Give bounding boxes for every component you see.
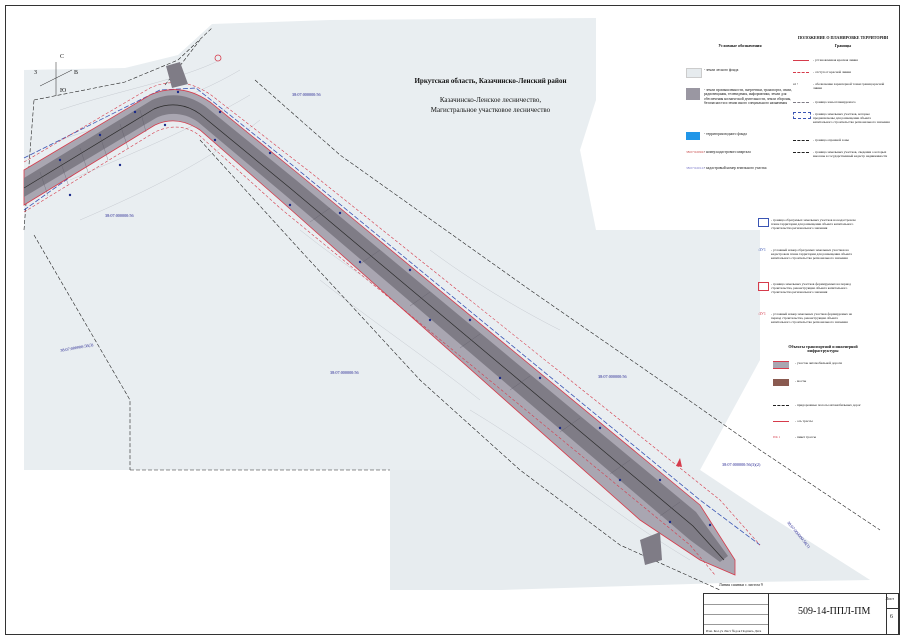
district-title: Магистральное участковое лесничество bbox=[430, 106, 551, 114]
legend-swatch bbox=[686, 88, 700, 100]
legend4-text: - пикет трассы bbox=[795, 435, 817, 439]
cadastral-label-left: 38:07:000000:56 bbox=[105, 213, 134, 218]
title-stamp: 509-14-ППЛ-ПМ Лист 6 Изм. Кол.уч Лист №д… bbox=[703, 593, 900, 635]
cadastral-label-center: 38:07:000000:56 bbox=[330, 370, 359, 375]
region-title: Иркутская область, Казачинско-Ленский ра… bbox=[414, 77, 567, 85]
legend4-text: - ось трассы bbox=[795, 419, 813, 423]
match-line-label: Линия сшивки с листом 9 bbox=[719, 582, 763, 587]
legend-text: - земли лесного фонда bbox=[704, 68, 739, 72]
zone-line-symbol bbox=[793, 102, 809, 109]
legend-swatch bbox=[686, 68, 702, 78]
legend2-text: - граница охранной зоны bbox=[813, 138, 849, 142]
road-axis bbox=[23, 104, 725, 561]
road-section-symbol bbox=[773, 361, 789, 369]
legend-symbol-quarter: 38:07:020921 bbox=[686, 150, 705, 154]
red-marker bbox=[214, 54, 222, 62]
legend3-text: - граница земельных участков формируемых… bbox=[771, 282, 851, 295]
legend-text: - номер кадастрового квартала bbox=[704, 150, 751, 154]
legend2-text: - обозначение характерной точки границ к… bbox=[813, 82, 885, 91]
compass-north: С bbox=[60, 54, 65, 60]
legend4-text: - придорожные полосы автомобильных дорог bbox=[795, 403, 861, 407]
stamp-row-line bbox=[704, 604, 768, 605]
sheet-frame bbox=[5, 5, 900, 635]
sheet-number: 6 bbox=[890, 614, 893, 620]
legend4-heading: Объекты транспортной и инженерной инфрас… bbox=[788, 344, 858, 354]
legend2-heading: ПОЛОЖЕНИЕ О ПЛАНИРОВКЕ ТЕРРИТОРИИ bbox=[797, 35, 889, 40]
bridge-symbol bbox=[773, 379, 789, 386]
stamp-divider bbox=[886, 594, 887, 634]
legend2-subheading: Границы bbox=[834, 43, 852, 49]
route-axis-symbol bbox=[773, 421, 789, 428]
forest-land-area-right bbox=[390, 470, 870, 590]
temp-parcel-symbol bbox=[758, 282, 769, 291]
legend2-text: - отступ от красной линии bbox=[813, 70, 851, 74]
legend-text: - территория водного фонда bbox=[704, 132, 747, 136]
sheet-label: Лист bbox=[885, 596, 894, 601]
water-patch bbox=[166, 62, 188, 88]
legend-heading: Условные обозначения bbox=[718, 43, 762, 48]
legend4-text: - участок автомобильной дороги bbox=[795, 361, 842, 365]
compass-west: З bbox=[34, 70, 38, 76]
picket-symbol: ПК 1 bbox=[773, 435, 781, 439]
legend-text: - земли промышленности, энергетики, тран… bbox=[704, 88, 792, 106]
drawing-code: 509-14-ППЛ-ПМ bbox=[798, 606, 871, 617]
legend2-text: - граница зоны планируемого bbox=[813, 100, 856, 104]
road-hatching bbox=[39, 109, 681, 517]
red-offset-lines bbox=[23, 82, 761, 576]
picket-points bbox=[58, 90, 712, 527]
legend-land-categories: Условные обозначения - земли лесного фон… bbox=[686, 43, 794, 170]
parcel-zone-symbol bbox=[793, 112, 811, 119]
legend3-text: - условный номер образуемых земельных уч… bbox=[771, 248, 852, 261]
legend4-text: - мосты bbox=[795, 379, 807, 383]
stamp-row-line bbox=[704, 614, 768, 615]
offset-line-symbol bbox=[793, 72, 809, 79]
legend-symbol-parcel: 38:07:020121 bbox=[686, 166, 705, 170]
cadastral-label-right: 38:07:000000:56 bbox=[598, 374, 627, 379]
compass-rose bbox=[39, 62, 73, 96]
legend2-text: - установленная красная линия bbox=[813, 58, 858, 62]
legend-swatch bbox=[686, 132, 700, 140]
roadside-strip-symbol bbox=[773, 405, 789, 412]
compass-east: В bbox=[74, 70, 79, 76]
stamp-columns: Изм. Кол.уч Лист №док Подпись Дата bbox=[706, 629, 762, 633]
stamp-divider bbox=[768, 594, 769, 634]
legend2-text: - граница земельных участков, сведения о… bbox=[813, 150, 888, 159]
legend3-text: - условный номер земельных участков форм… bbox=[771, 312, 853, 325]
legend2-text: - граница земельных участков, которые пр… bbox=[813, 112, 890, 125]
map-title-block: Иркутская область, Казачинско-Ленский ра… bbox=[388, 76, 593, 115]
formed-parcel-symbol bbox=[758, 218, 769, 227]
road-core bbox=[24, 95, 728, 562]
legend-boundaries: ПОЛОЖЕНИЕ О ПЛАНИРОВКЕ ТЕРРИТОРИИ Границ… bbox=[793, 35, 893, 158]
stamp-row-line bbox=[886, 608, 900, 609]
stamp-row-line bbox=[704, 624, 768, 625]
legend-text: - кадастровый номер земельного участка bbox=[704, 166, 767, 170]
formed-parcel-number-symbol: :ЗУ1 bbox=[758, 247, 766, 252]
compass-south: Ю bbox=[60, 88, 67, 94]
legend3-text: - граница образуемых земельных участков … bbox=[771, 218, 856, 231]
red-marker-2 bbox=[676, 458, 682, 467]
forestry-title: Казачинско-Ленское лесничество, bbox=[439, 96, 542, 104]
temp-parcel-number-symbol: :ЗУ1 bbox=[758, 311, 766, 316]
protection-zone-symbol bbox=[793, 140, 809, 147]
registered-parcel-symbol bbox=[793, 152, 809, 159]
cadastral-label-north: 38:07:000000:56 bbox=[292, 92, 321, 97]
red-line-symbol bbox=[793, 60, 809, 67]
cadastral-label-right-low: 38:07:000000:56(3)(2) bbox=[722, 462, 761, 467]
point-symbol: н1 • bbox=[793, 82, 798, 86]
bridge-patch bbox=[640, 532, 662, 565]
legend-infrastructure: Объекты транспортной и инженерной инфрас… bbox=[773, 344, 873, 439]
